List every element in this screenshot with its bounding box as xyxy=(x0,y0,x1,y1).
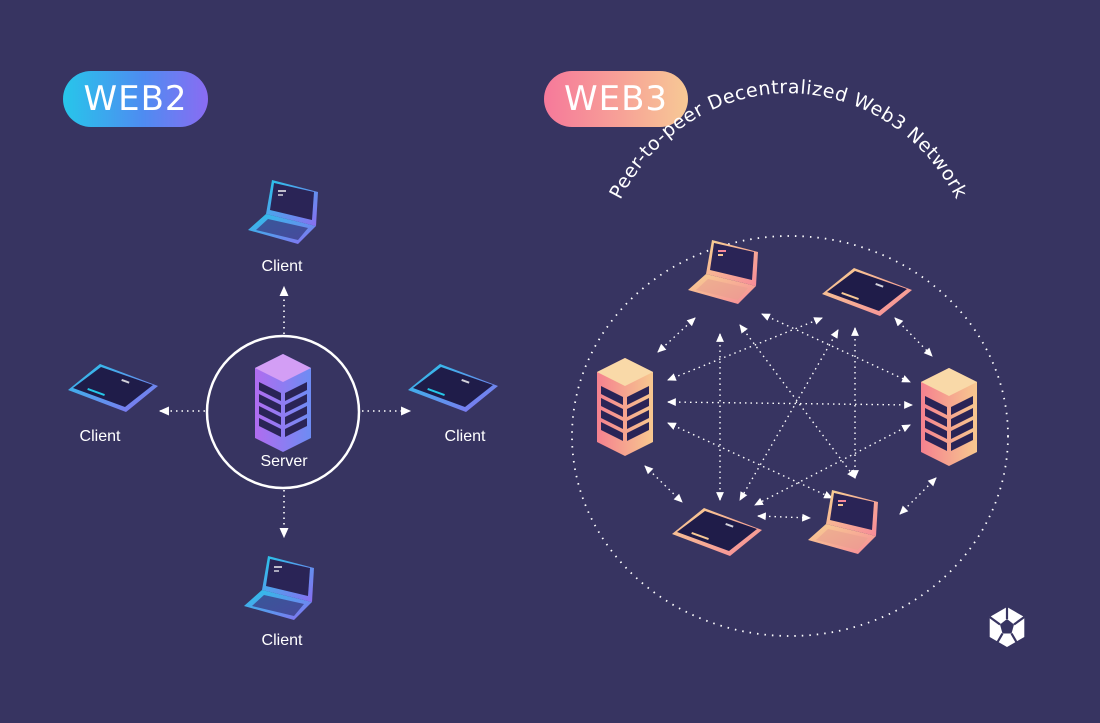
hexagon-star-logo-icon xyxy=(989,607,1025,647)
web3-tablet-bottom-left-icon xyxy=(672,508,762,556)
web2-badge: WEB2 xyxy=(63,71,208,127)
web2-left-client-label: Client xyxy=(79,428,121,445)
web3-server-right-icon xyxy=(921,368,977,466)
web2-top-client-label: Client xyxy=(261,258,303,275)
web3-badge: WEB3 xyxy=(544,71,688,127)
web2-right-client-label: Client xyxy=(444,428,486,445)
web3-server-left-icon xyxy=(597,358,653,456)
web3-laptop-bottom-right-icon xyxy=(808,490,878,554)
ring-caption: Peer-to-peer Decentralized Web3 Network xyxy=(605,76,971,202)
web2-bottom-client-label: Client xyxy=(261,632,303,649)
web3-connectors xyxy=(644,313,937,522)
web3-laptop-top-left-icon xyxy=(688,240,758,304)
web3-tablet-top-right-icon xyxy=(822,268,912,316)
web2-left-tablet-icon xyxy=(68,364,158,412)
p2p-ring xyxy=(571,235,1009,637)
web2-server-label: Server xyxy=(260,453,308,470)
server-circle xyxy=(205,334,361,490)
web2-server-icon xyxy=(255,354,311,452)
web2-bottom-laptop-icon xyxy=(244,556,314,620)
web2-connectors xyxy=(158,285,412,539)
web2-top-laptop-icon xyxy=(248,180,318,244)
web2-right-tablet-icon xyxy=(408,364,498,412)
